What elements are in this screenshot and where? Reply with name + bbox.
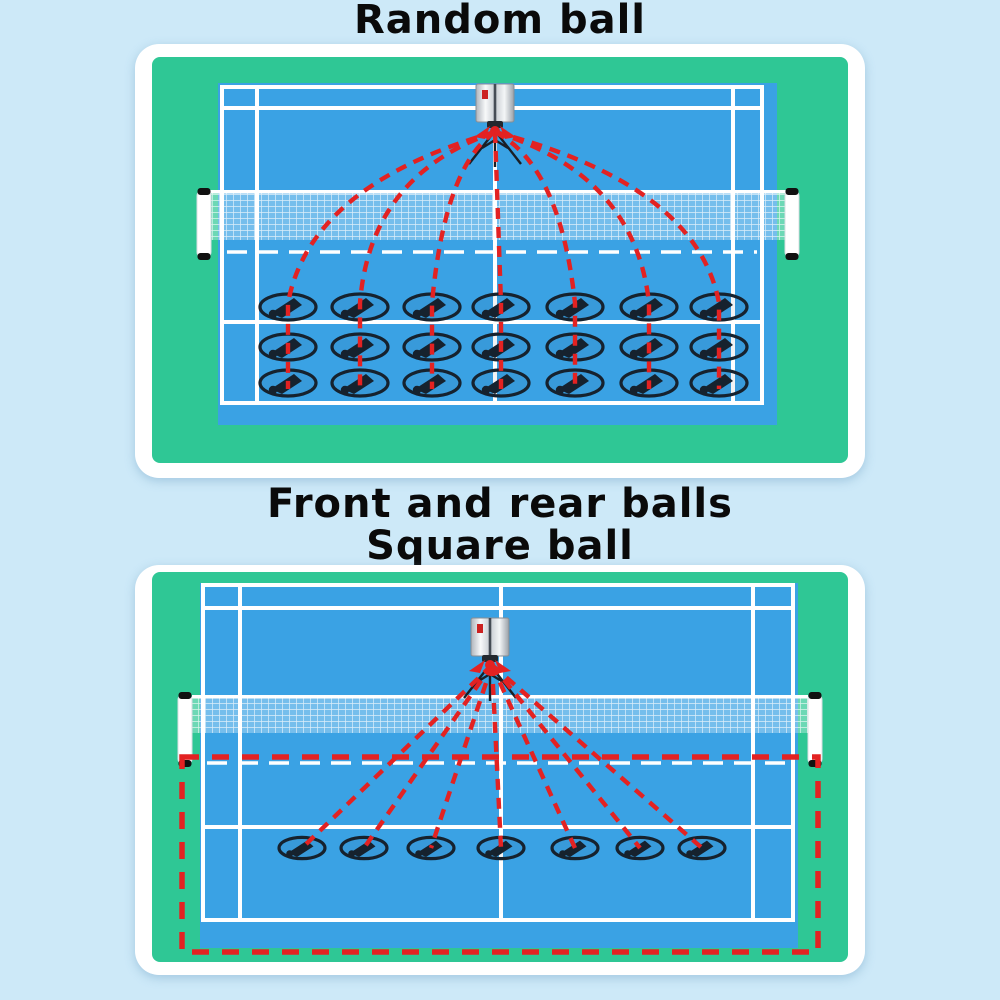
trajectory-line [490, 663, 642, 850]
target-grid [258, 292, 749, 398]
diagram-random-card [135, 44, 865, 478]
square-ball-court-diagram [152, 572, 848, 962]
shuttlecock-target-icon [677, 835, 727, 861]
net-post-icon [196, 188, 212, 260]
trajectory-line [489, 664, 504, 849]
random-ball-court-diagram [152, 57, 848, 463]
diagram-square-title: Front and rear balls Square ball [0, 481, 1000, 569]
trajectory-line [492, 131, 504, 389]
trajectory-line [429, 130, 497, 389]
trajectory-line [428, 664, 495, 849]
net-post-icon [807, 692, 823, 767]
shuttlecock-target-icon [277, 835, 327, 861]
net-post-icon [784, 188, 800, 260]
shuttlecock-target-icon [339, 835, 389, 861]
trajectory-line [489, 664, 578, 849]
trajectories [300, 663, 704, 850]
shuttlecock-target-icon [476, 835, 526, 861]
trajectory-line [300, 663, 494, 850]
square-ball-zone-outline [179, 754, 821, 955]
diagram-square-title-line2: Square ball [366, 522, 634, 569]
diagram-random-title: Random ball [353, 0, 647, 43]
ball-machine-icon [468, 83, 522, 167]
trajectory-line [494, 129, 652, 389]
trajectory-line [494, 130, 578, 389]
trajectory-line [490, 663, 704, 850]
shuttlecock-target-icon [689, 368, 749, 398]
net-post-icon [177, 692, 193, 767]
diagram-square-title-line1: Front and rear balls [267, 481, 733, 527]
trajectory-line [357, 129, 496, 389]
trajectories [285, 129, 722, 389]
tripod-icon [468, 131, 522, 167]
diagram-square-card [135, 565, 865, 975]
net [192, 695, 808, 733]
trajectory-line [494, 129, 722, 389]
